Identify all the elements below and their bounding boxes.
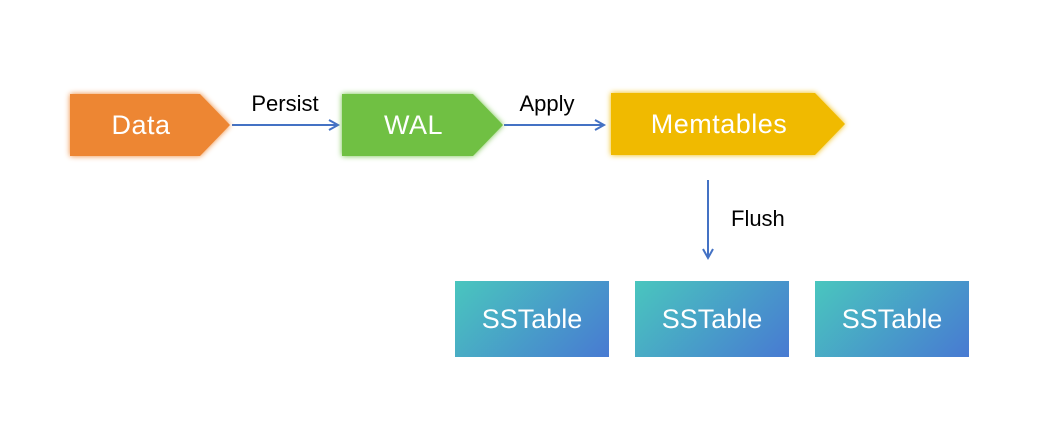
node-sstable-3-label: SSTable — [841, 303, 943, 334]
node-memtables: Memtables — [611, 93, 845, 155]
node-sstable-3: SSTable — [815, 281, 969, 357]
apply-edge-label: Apply — [519, 91, 575, 116]
node-sstable-1: SSTable — [455, 281, 609, 357]
flush-edge-label: Flush — [731, 206, 785, 231]
node-memtables-label: Memtables — [650, 108, 788, 139]
node-sstable-1-label: SSTable — [481, 303, 583, 334]
persist-edge-label: Persist — [251, 91, 319, 116]
node-data-label: Data — [111, 109, 171, 140]
node-sstable-2: SSTable — [635, 281, 789, 357]
node-data-shape: Data — [70, 94, 230, 156]
node-data: Data — [70, 94, 230, 156]
node-memtables-shape: Memtables — [611, 93, 845, 155]
node-wal-label: WAL — [383, 109, 443, 140]
node-sstable-2-label: SSTable — [661, 303, 763, 334]
node-wal: WAL — [342, 94, 503, 156]
node-wal-shape: WAL — [342, 94, 503, 156]
